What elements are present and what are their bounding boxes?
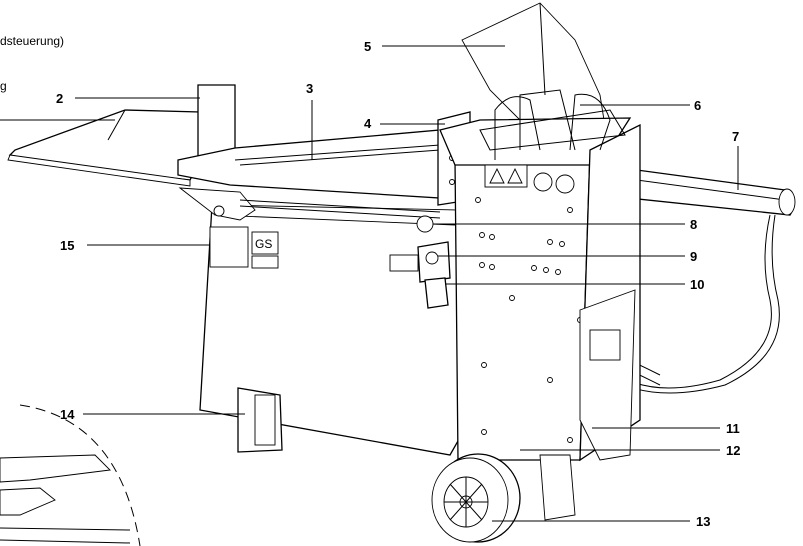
callout-7: 7	[732, 129, 739, 144]
detail-circle	[19, 404, 141, 546]
wheel	[431, 453, 521, 543]
callout-4: 4	[364, 116, 372, 131]
control-button-right	[555, 174, 575, 194]
callout-15: 15	[60, 238, 74, 253]
callout-6: 6	[694, 98, 701, 113]
rear-panel	[579, 289, 636, 461]
callout-13: 13	[696, 514, 710, 529]
hand-lever	[424, 277, 449, 309]
control-button-left	[533, 172, 553, 192]
callout-12: 12	[726, 443, 740, 458]
callout-9: 9	[690, 249, 697, 264]
leader-lines	[0, 45, 739, 522]
gs-badge	[251, 231, 279, 255]
callout-14: 14	[60, 407, 75, 422]
gs-badge-text: GS	[255, 237, 272, 251]
callout-2: 2	[56, 91, 63, 106]
callout-8: 8	[690, 217, 697, 232]
two-hand-handles	[494, 89, 611, 160]
control-knob	[416, 215, 434, 233]
callout-5: 5	[364, 39, 371, 54]
type-plate	[209, 226, 249, 268]
text-fragment-top: dsteuerung)	[0, 34, 64, 48]
callout-10: 10	[690, 277, 704, 292]
callout-11: 11	[726, 421, 740, 436]
warning-labels	[484, 164, 528, 188]
control-column	[454, 149, 591, 461]
text-fragment-left: g	[0, 79, 7, 93]
callout-3: 3	[306, 81, 313, 96]
